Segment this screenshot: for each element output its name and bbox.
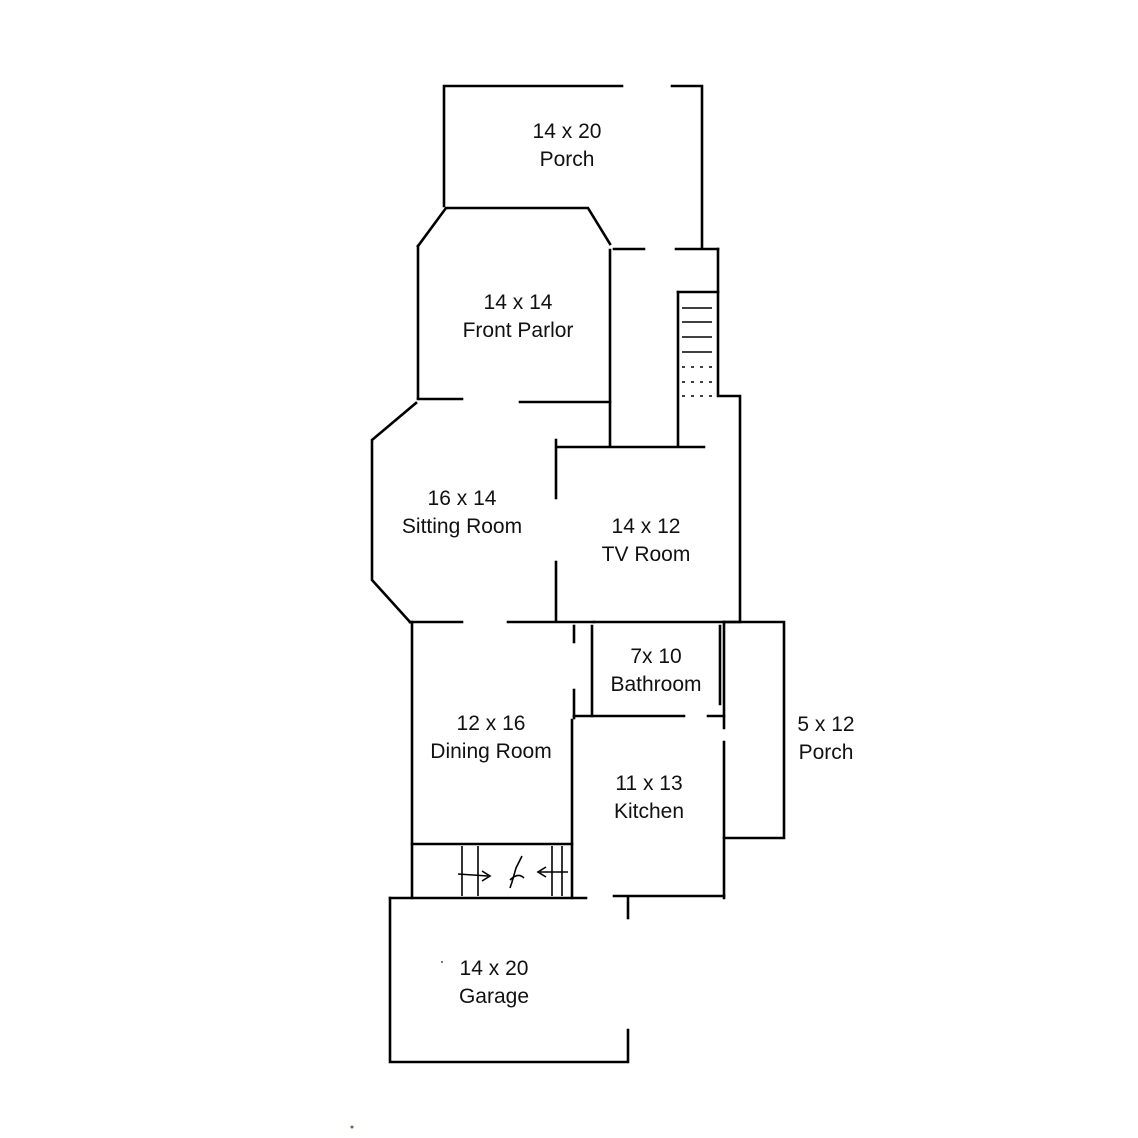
side-porch-walls	[722, 620, 786, 900]
porch-walls	[442, 84, 704, 249]
sitting-room-name: Sitting Room	[402, 515, 522, 538]
porch-side-name: Porch	[799, 741, 854, 764]
scan-speck	[350, 1125, 354, 1129]
bathroom-size: 7x 10	[630, 645, 681, 668]
bathroom-name: Bathroom	[610, 673, 701, 696]
tv-room-size: 14 x 12	[612, 515, 681, 538]
garage-size: 14 x 20	[460, 957, 529, 980]
sitting-room-size: 16 x 14	[428, 487, 497, 510]
front-parlor-size: 14 x 14	[484, 291, 553, 314]
dining-room-size: 12 x 16	[457, 712, 526, 735]
garage-walls	[388, 896, 630, 1064]
front-parlor-walls	[416, 206, 742, 624]
bathroom-walls	[572, 624, 726, 720]
sitting-room-walls	[370, 401, 706, 624]
passage-doors	[457, 846, 568, 896]
front-parlor-name: Front Parlor	[463, 319, 574, 342]
tv-room-name: TV Room	[602, 543, 691, 566]
scan-speck	[441, 961, 443, 963]
dining-room-name: Dining Room	[430, 740, 551, 763]
dining-room-walls	[410, 620, 574, 900]
porch-side-size: 5 x 12	[797, 713, 854, 736]
staircase	[676, 290, 720, 448]
porch-front-size: 14 x 20	[533, 120, 602, 143]
kitchen-name: Kitchen	[614, 800, 684, 823]
kitchen-size: 11 x 13	[615, 772, 682, 795]
porch-front-name: Porch	[540, 148, 595, 171]
garage-name: Garage	[459, 985, 529, 1008]
